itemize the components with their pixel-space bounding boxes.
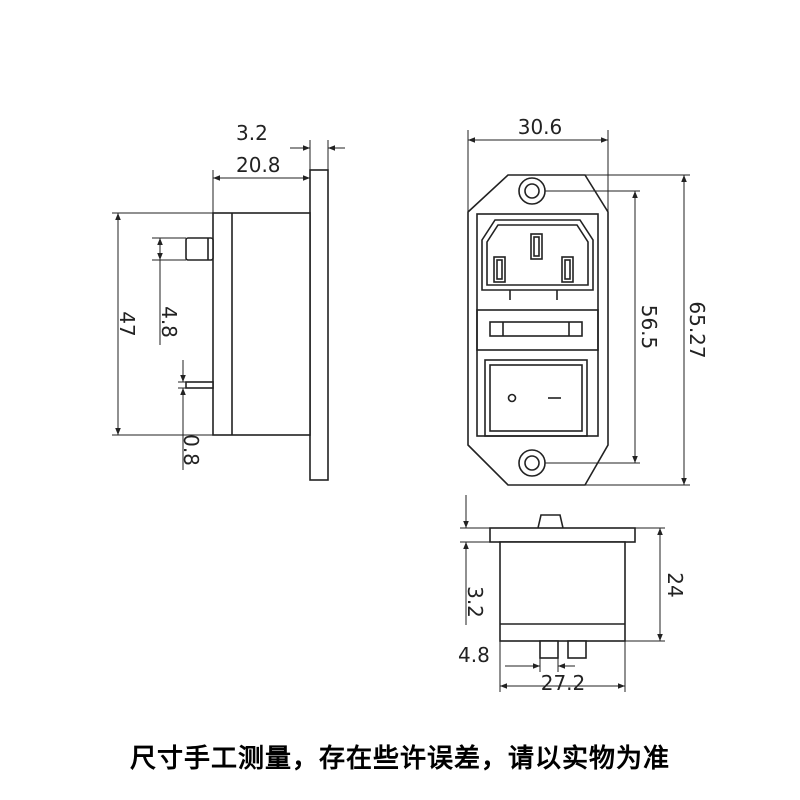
dim-label-side-pin-thickness: 0.8 — [179, 434, 203, 466]
switch-off-symbol — [507, 393, 517, 403]
dim-label-front-total-height: 65.27 — [685, 301, 709, 358]
side-view — [112, 140, 345, 481]
fuse-holder — [476, 309, 599, 351]
dim-label-side-total-height: 47 — [115, 311, 139, 336]
dim-label-bottom-pin-offset: 4.8 — [458, 643, 490, 667]
side-mounting-plate — [309, 169, 329, 481]
side-pin-lower — [185, 381, 214, 389]
front-flange — [467, 174, 609, 486]
front-view — [467, 130, 690, 486]
fuse — [489, 321, 583, 337]
iec-inlet-socket — [481, 219, 594, 291]
caption-disclaimer: 尺寸手工测量，存在些许误差，请以实物为准 — [129, 744, 670, 774]
dim-label-side-pin-offset: 4.8 — [157, 306, 181, 338]
bottom-view — [460, 495, 665, 692]
bottom-body — [499, 541, 626, 642]
dim-label-side-depth: 20.8 — [236, 153, 281, 177]
bottom-pin-left — [539, 640, 559, 659]
dim-label-side-plate-thickness: 3.2 — [236, 121, 268, 145]
dim-label-bottom-depth: 24 — [663, 572, 687, 597]
dim-label-front-hole-spacing: 56.5 — [637, 305, 661, 350]
inlet-pin-left — [493, 256, 506, 283]
inlet-pin-right — [561, 256, 574, 283]
bottom-switch-cap — [537, 514, 564, 529]
side-pin-upper — [185, 237, 214, 261]
bottom-pin-right — [567, 640, 587, 659]
rocker-switch — [484, 359, 588, 437]
inlet-pin-center — [530, 233, 543, 260]
dim-label-bottom-switch-height: 3.2 — [463, 586, 487, 618]
dim-label-front-width: 30.6 — [518, 115, 563, 139]
side-body — [212, 212, 311, 436]
dim-label-bottom-width: 27.2 — [541, 671, 586, 695]
bottom-flange — [489, 527, 636, 543]
